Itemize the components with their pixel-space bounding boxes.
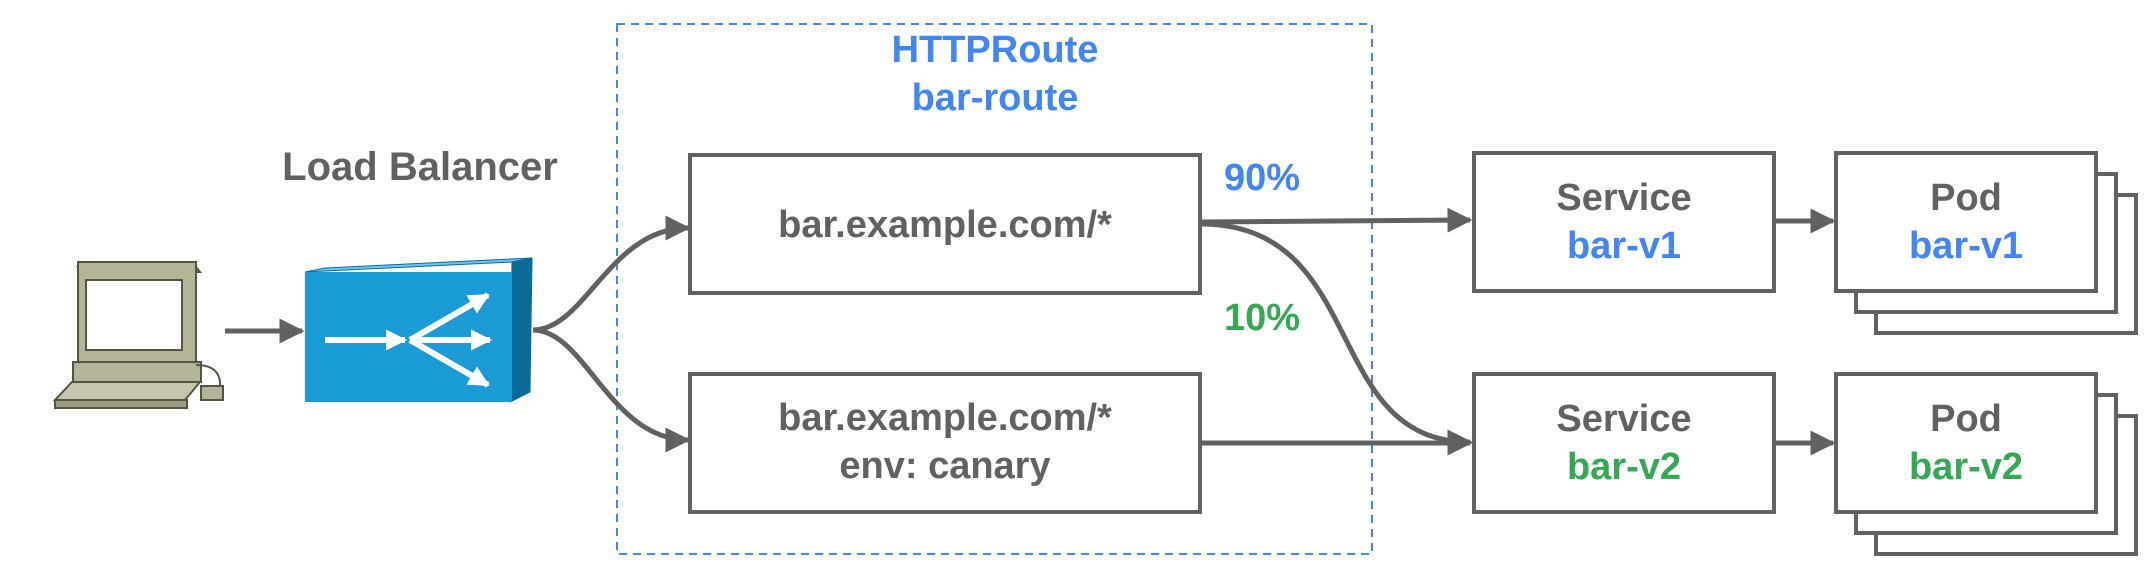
route-rule-canary: bar.example.com/* env: canary bbox=[688, 372, 1202, 514]
httproute-name-label: bar-route bbox=[912, 77, 1079, 119]
service-v2-name: bar-v2 bbox=[1567, 446, 1681, 488]
service-v2: Service bar-v2 bbox=[1472, 372, 1776, 514]
route-rule-canary-header: env: canary bbox=[839, 445, 1050, 487]
pod-v2-kind: Pod bbox=[1930, 398, 2002, 440]
lb-to-canary-rule-arrow bbox=[532, 327, 691, 453]
weight-v2-label: 10% bbox=[1224, 297, 1300, 339]
default-to-service-v1-arrow bbox=[1199, 207, 1473, 233]
pod-v1-name: bar-v1 bbox=[1909, 225, 2023, 267]
pod-v2-name: bar-v2 bbox=[1909, 446, 2023, 488]
default-to-service-v2-arrow bbox=[1199, 221, 1473, 455]
load-balancer-icon bbox=[304, 257, 533, 403]
httproute-kind-label: HTTPRoute bbox=[892, 29, 1099, 71]
route-rule-default-match: bar.example.com/* bbox=[778, 204, 1112, 246]
service-v1: Service bar-v1 bbox=[1472, 151, 1776, 293]
pod-v1-kind: Pod bbox=[1930, 177, 2002, 219]
lb-to-default-rule-arrow bbox=[532, 215, 691, 333]
route-rule-canary-match: bar.example.com/* bbox=[778, 397, 1112, 439]
weight-v1-label: 90% bbox=[1224, 157, 1300, 199]
service-v2-kind: Service bbox=[1556, 398, 1691, 440]
pod-stack-v1: Pod bar-v1 bbox=[1834, 151, 2138, 335]
service-v1-name: bar-v1 bbox=[1567, 225, 1681, 267]
route-rule-default: bar.example.com/* bbox=[688, 153, 1202, 295]
pod-stack-v2: Pod bar-v2 bbox=[1834, 372, 2138, 556]
service-v1-kind: Service bbox=[1556, 177, 1691, 219]
load-balancer-label: Load Balancer bbox=[282, 145, 558, 189]
computer-icon bbox=[52, 261, 224, 409]
